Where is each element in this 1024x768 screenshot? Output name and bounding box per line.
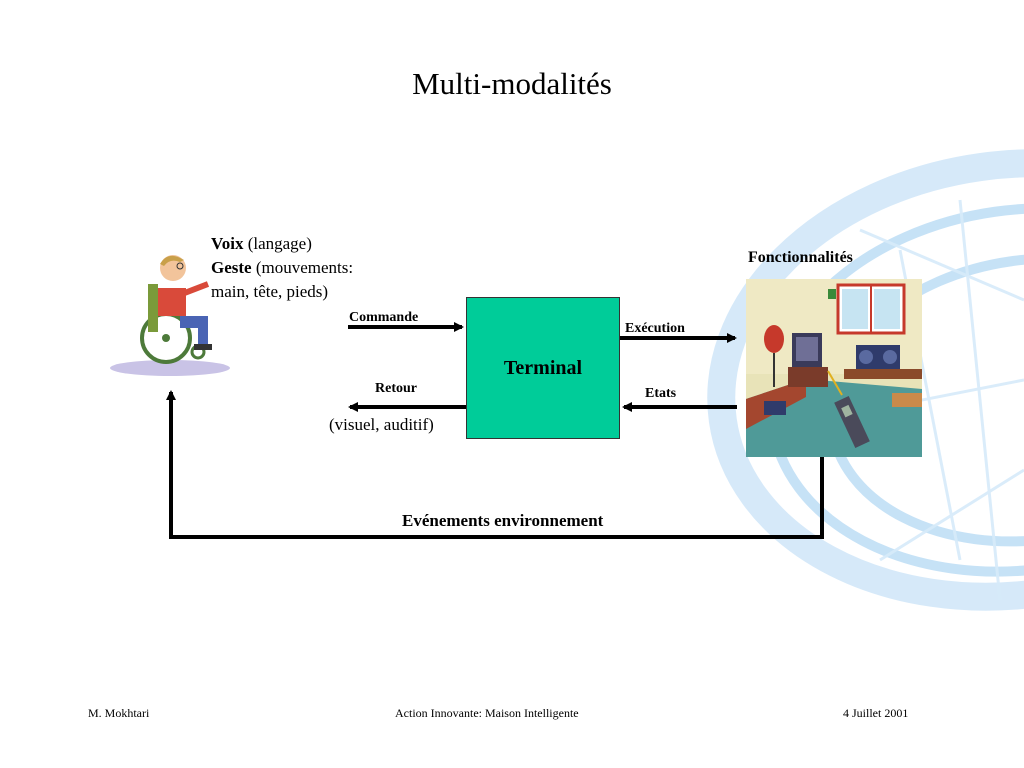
etats-label: Etats	[645, 386, 677, 401]
slide-title: Multi-modalités	[412, 66, 612, 101]
terminal-box: Terminal	[466, 297, 620, 439]
functionalities-label: Fonctionnalités	[748, 249, 853, 266]
geste-description: (mouvements:	[251, 258, 354, 277]
footer-project: Action Innovante: Maison Intelligente	[395, 706, 579, 720]
environment-events-label: Evénements environnement	[402, 511, 604, 530]
environment-events-connector	[166, 390, 824, 539]
wheelchair-user-illustration	[108, 232, 233, 402]
feedback-modes: (visuel, auditif)	[329, 415, 434, 434]
input-modalities: Voix (langage) Geste (mouvements: main, …	[211, 232, 353, 304]
terminal-label: Terminal	[503, 356, 583, 379]
commande-label: Commande	[349, 310, 419, 325]
retour-label: Retour	[375, 381, 417, 396]
footer-author: M. Mokhtari	[88, 706, 150, 720]
geste-label: Geste	[211, 258, 252, 277]
living-room-illustration	[746, 279, 922, 457]
geste-description-line2: main, tête, pieds)	[211, 282, 329, 301]
footer-date: 4 Juillet 2001	[843, 706, 909, 720]
execution-label: Exécution	[625, 321, 685, 336]
voix-label: Voix	[211, 234, 244, 253]
voix-description: (langage)	[243, 234, 312, 253]
